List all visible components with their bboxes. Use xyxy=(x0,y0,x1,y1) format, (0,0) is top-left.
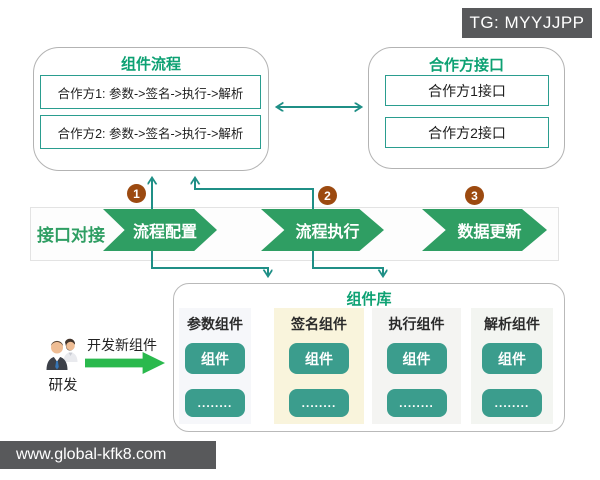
more-components-chip: ........ xyxy=(185,389,245,417)
component-chip: 组件 xyxy=(482,343,542,374)
develop-new-component-label: 开发新组件 xyxy=(87,337,157,353)
step3-number-badge: 3 xyxy=(465,186,484,205)
step1-number-badge: 1 xyxy=(127,184,146,203)
partner-api-box: 合作方接口 合作方1接口 合作方2接口 xyxy=(368,47,565,169)
develop-arrow-icon xyxy=(85,352,165,374)
partner1-api-row: 合作方1接口 xyxy=(385,75,549,106)
column-header: 执行组件 xyxy=(388,316,445,332)
component-chip: 组件 xyxy=(185,343,245,374)
pipeline-label: 接口对接 xyxy=(37,225,105,245)
column-header: 参数组件 xyxy=(187,316,243,332)
tg-badge: TG: MYYJJPP xyxy=(462,8,592,38)
step2-number-badge: 2 xyxy=(318,186,337,205)
step-data-update: 数据更新 xyxy=(422,209,547,251)
partner-api-title: 合作方接口 xyxy=(428,57,504,74)
component-library-box: 组件库 参数组件 组件 ........ 签名组件 组件 ........ 执行… xyxy=(173,283,565,432)
partner2-flow-row: 合作方2: 参数->签名->执行->解析 xyxy=(40,115,261,149)
library-column-parse: 解析组件 组件 ........ xyxy=(471,308,553,424)
library-column-execute: 执行组件 组件 ........ xyxy=(372,308,461,424)
component-chip: 组件 xyxy=(386,343,447,374)
column-header: 解析组件 xyxy=(484,316,540,332)
component-chip: 组件 xyxy=(289,343,349,374)
developers-icon xyxy=(46,338,78,370)
partner2-api-row: 合作方2接口 xyxy=(385,117,549,148)
component-library-title: 组件库 xyxy=(346,291,392,308)
more-components-chip: ........ xyxy=(289,389,349,417)
more-components-chip: ........ xyxy=(482,389,542,417)
component-flow-box: 组件流程 合作方1: 参数->签名->执行->解析 合作方2: 参数->签名->… xyxy=(33,47,269,171)
column-header: 签名组件 xyxy=(291,316,347,332)
more-components-chip: ........ xyxy=(386,389,447,417)
watermark-url: www.global-kfk8.com xyxy=(0,441,216,469)
developer-role-label: 研发 xyxy=(48,378,78,394)
library-column-sign: 签名组件 组件 ........ xyxy=(274,308,364,424)
library-column-params: 参数组件 组件 ........ xyxy=(179,308,251,424)
partner1-flow-row: 合作方1: 参数->签名->执行->解析 xyxy=(40,75,261,109)
component-flow-title: 组件流程 xyxy=(120,56,181,73)
